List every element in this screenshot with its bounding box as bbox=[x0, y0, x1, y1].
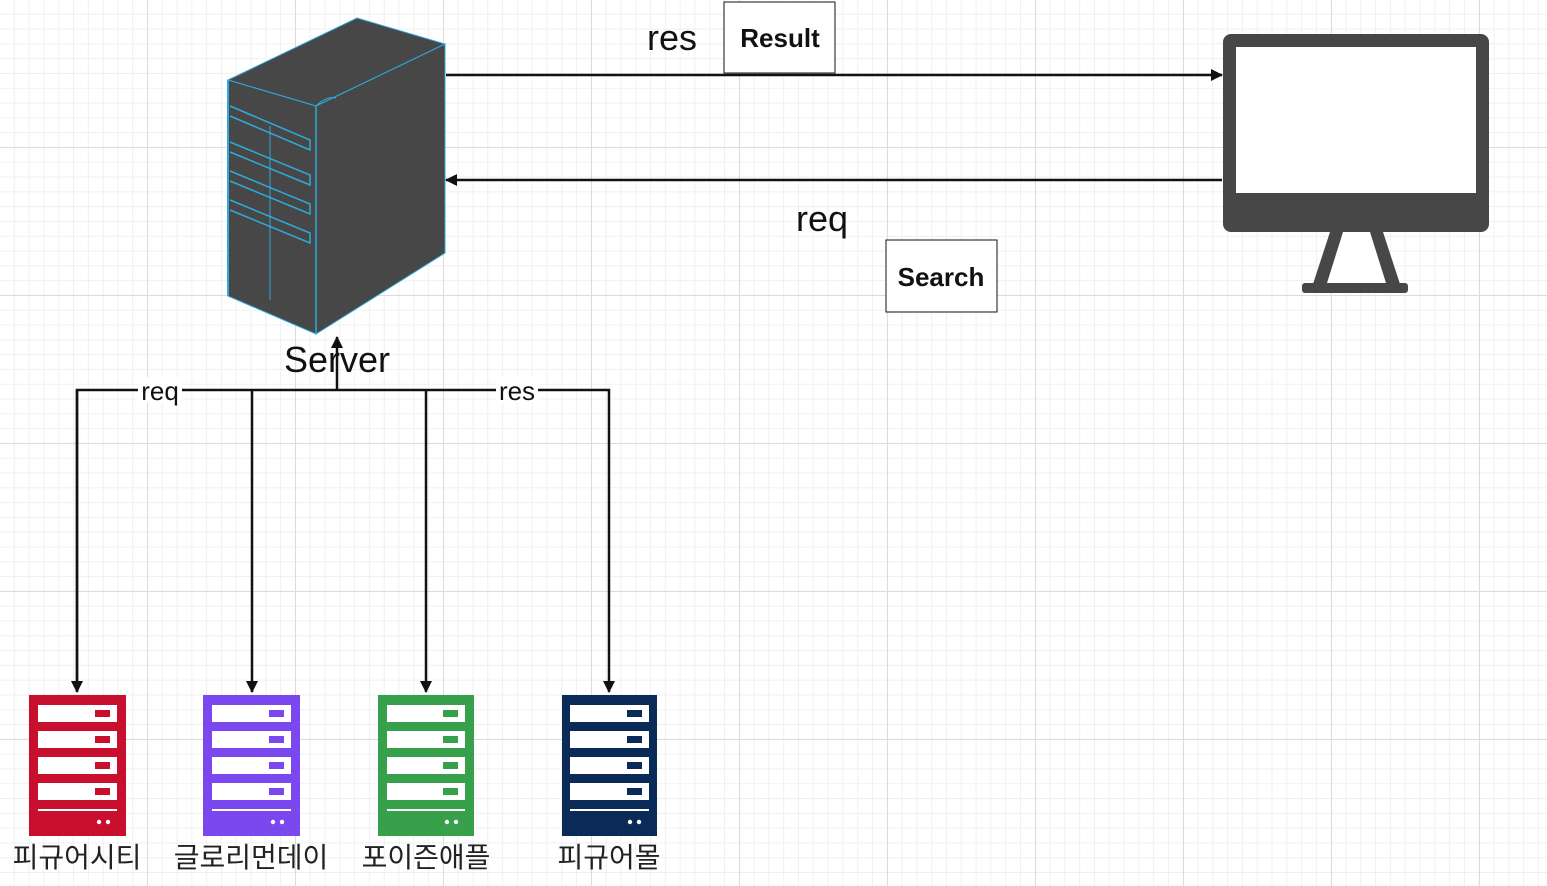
result-box bbox=[723, 1, 836, 74]
desktop-monitor-icon bbox=[1223, 34, 1489, 293]
res-label: res bbox=[647, 17, 697, 58]
bus-res-label: res bbox=[499, 376, 535, 406]
shop-server-figure-city bbox=[29, 695, 126, 836]
search-box bbox=[885, 239, 998, 313]
req-label: req bbox=[796, 198, 848, 239]
shop-label-glory-monday: 글로리먼데이 bbox=[174, 841, 329, 874]
shop-label-figure-mall: 피규어몰 bbox=[557, 841, 660, 874]
result-box-label: Result bbox=[740, 23, 820, 53]
bus-req-label: req bbox=[141, 376, 179, 406]
search-box-label: Search bbox=[898, 262, 985, 292]
shop-server-poison-apple bbox=[378, 695, 474, 836]
server-tower-icon bbox=[226, 17, 447, 335]
shop-label-figure-city: 피규어시티 bbox=[13, 841, 142, 874]
shop-server-figure-mall bbox=[562, 695, 657, 836]
shop-server-glory-monday bbox=[203, 695, 300, 836]
connector-bus bbox=[71, 336, 615, 693]
shop-label-poison-apple: 포이즌애플 bbox=[362, 841, 491, 874]
